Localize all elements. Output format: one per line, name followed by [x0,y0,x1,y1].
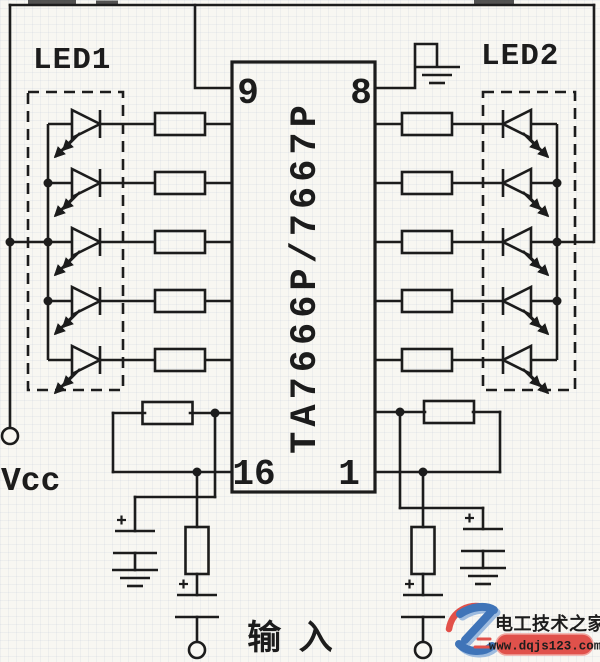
resistor [400,288,454,314]
watermark-site-name: 电工技术之家 [495,613,600,634]
led-symbol [503,346,548,393]
resistor [400,111,454,137]
watermark-url-pill [495,633,594,656]
junction-dot [192,467,202,477]
led-symbol [55,346,100,393]
input-label: 输 入 [247,619,336,657]
left-input-network [111,411,234,644]
input-left-terminal [187,640,207,660]
junction-dot [43,178,53,188]
resistor [141,400,194,426]
pin-16-label: 16 [232,454,275,495]
resistor [153,347,207,373]
resistor [184,525,210,576]
ic-chip: 9 8 16 1 TA7666P/7667P [230,60,377,495]
led-symbol [55,228,100,275]
ground-symbol [458,566,508,586]
power-rails [8,3,596,430]
ground-symbol [110,568,160,588]
led-symbol [55,287,100,334]
vcc-label: Vcc [1,463,60,500]
junction-dot [552,296,562,306]
junction-dot [395,407,405,417]
ic-part-number: TA7666P/7667P [285,100,327,454]
junction-dot [418,467,428,477]
resistor [153,170,207,196]
pin-1-label: 1 [338,454,360,495]
watermark-logo [445,602,501,658]
resistor [153,111,207,137]
resistor [400,347,454,373]
watermark: 电工技术之家 www.dqjs123.com [445,602,600,658]
led1-label: LED1 [33,43,111,78]
resistor [422,399,476,425]
input-right-terminal [413,640,433,660]
junction-dot [43,237,53,247]
resistor [410,525,436,576]
junction-dot [210,408,220,418]
led2-label: LED2 [481,39,559,74]
watermark-site-url: www.dqjs123.com [489,640,600,654]
led-symbol [55,169,100,216]
right-input-network [373,410,502,644]
ic-body [230,60,377,494]
scan-artifacts [28,0,514,6]
ground-symbol [412,65,462,85]
led-symbol [503,287,548,334]
pin8-ground-branch [375,42,439,90]
pin-8-label: 8 [350,73,372,114]
led1-bank [10,90,155,392]
resistor [400,229,454,255]
resistor [153,229,207,255]
junction-dot [552,178,562,188]
led-symbol [55,110,100,157]
junction-dot [5,237,15,247]
pin9-supply-wire [193,3,234,90]
junction-dot [43,296,53,306]
led-symbol [503,110,548,157]
vcc-terminal [0,426,20,446]
led-symbol [503,169,548,216]
resistor [153,288,207,314]
pin-9-label: 9 [237,73,259,114]
junction-dot [552,237,562,247]
led1-resistors [205,122,232,362]
resistor [400,170,454,196]
led-symbol [503,228,548,275]
